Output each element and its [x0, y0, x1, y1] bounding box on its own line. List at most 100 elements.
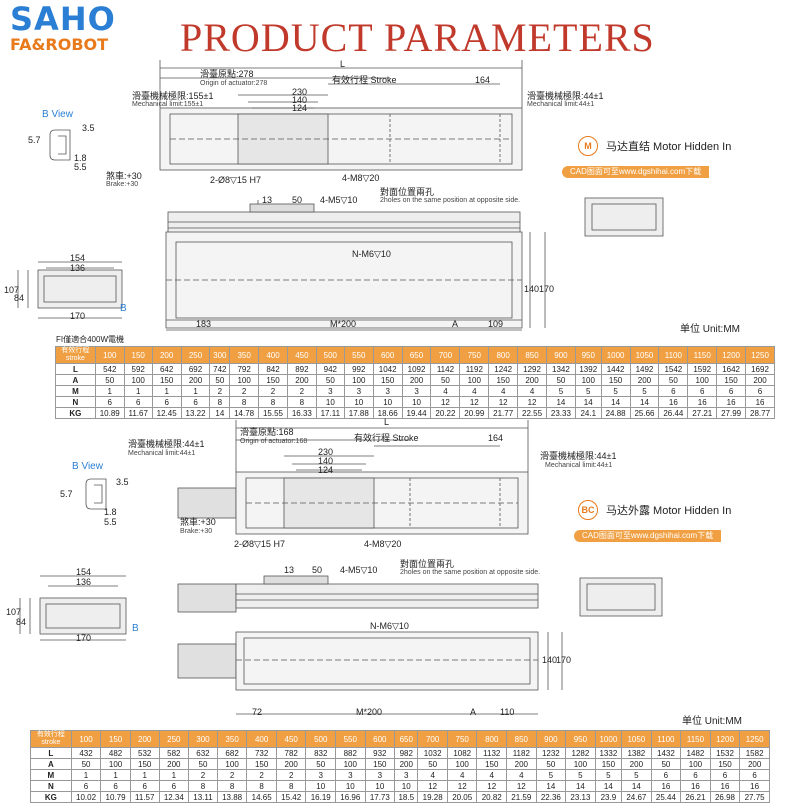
table-cell: 50	[545, 374, 576, 386]
table-cell: 14	[209, 407, 231, 419]
table-cell: 6	[180, 396, 211, 408]
dim-1.8: 1.8	[74, 153, 87, 163]
dim-136-2: 136	[76, 577, 92, 587]
table-cell: 19.28	[417, 791, 448, 803]
stroke-col-header: 300	[209, 346, 231, 364]
stroke-col-header: 1100	[658, 346, 689, 364]
stroke-col-header: 300	[188, 730, 218, 748]
table-cell: 5	[594, 769, 623, 781]
stroke-col-header: 400	[246, 730, 277, 748]
dim-3.5-2: 3.5	[116, 477, 129, 487]
row-label: A	[30, 758, 72, 770]
table-cell: 8	[216, 780, 248, 792]
origin-cn-2: 滑臺原點:168	[240, 427, 294, 437]
dim-109: 109	[488, 319, 504, 329]
s1-cad-link[interactable]: CAD图面可至www.dgshihai.com下载	[562, 166, 710, 178]
stroke-col-header: 1000	[594, 730, 623, 748]
table-cell: 27.75	[739, 791, 770, 803]
dim-13: 13	[262, 195, 273, 205]
table-cell: 1282	[565, 747, 596, 759]
stroke-col-header: 1150	[687, 346, 718, 364]
table-cell: 4	[459, 385, 490, 397]
table-cell: 682	[216, 747, 248, 759]
table-cell: 50	[188, 758, 218, 770]
table-cell: 842	[258, 363, 288, 375]
s2-b-view	[85, 478, 107, 510]
table-cell: 882	[335, 747, 366, 759]
s2-unit: 单位 Unit:MM	[682, 716, 742, 727]
table-cell: 12	[446, 780, 478, 792]
stroke-col-header: 250	[158, 730, 190, 748]
table-cell: 16	[687, 396, 718, 408]
dim-107-2: 107	[6, 607, 22, 617]
stroke-header-cn: 有效行程	[61, 347, 90, 354]
s2-side-view	[177, 575, 539, 613]
stroke-col-header: 450	[275, 730, 307, 748]
table-cell: 6	[158, 780, 190, 792]
stroke-col-header: 1050	[621, 730, 652, 748]
table-cell: 200	[275, 758, 307, 770]
dim-72: 72	[252, 707, 263, 717]
table-cell: 6	[70, 780, 102, 792]
stroke-col-header: 250	[180, 346, 211, 364]
table-cell: 22.55	[517, 407, 547, 419]
stroke-col-header: 350	[216, 730, 248, 748]
stroke-col-header: 1000	[600, 346, 631, 364]
dim-110: 110	[500, 707, 515, 717]
table-cell: 12	[430, 396, 461, 408]
table-cell: 1	[151, 385, 182, 397]
stroke-col-header: 850	[517, 346, 547, 364]
table-cell: 50	[650, 758, 682, 770]
table-cell: 15.42	[275, 791, 307, 803]
table-cell: 25.66	[629, 407, 660, 419]
origin-en-2: Origin of actuator:168	[240, 438, 308, 445]
table-cell: 3	[305, 769, 337, 781]
stroke-col-header: 1100	[650, 730, 682, 748]
table-cell: 100	[335, 758, 366, 770]
table-cell: 6	[123, 396, 153, 408]
table-cell: 8	[188, 780, 218, 792]
table-cell: 5	[535, 769, 567, 781]
table-cell: 6	[709, 769, 741, 781]
mech-cn: 滑臺機械極限:155±1	[132, 91, 214, 101]
dim-A-2: A	[470, 707, 477, 717]
table-cell: 1182	[506, 747, 537, 759]
table-cell: 10	[343, 396, 374, 408]
table-cell: 200	[506, 758, 537, 770]
table-cell: 17.11	[315, 407, 345, 419]
table-cell: 17.88	[343, 407, 374, 419]
s2-cad-link[interactable]: CAD图面可至www.dgshihai.com下载	[574, 530, 722, 542]
table-cell: 1	[180, 385, 211, 397]
table-cell: 24.88	[600, 407, 631, 419]
stroke-label: 有效行程 Stroke	[332, 75, 397, 85]
table-cell: 10	[401, 396, 432, 408]
brake-en-2: Brake:+30	[180, 528, 213, 535]
b-view-label: B View	[42, 109, 73, 120]
table-cell: 20.82	[476, 791, 508, 803]
table-cell: 892	[286, 363, 317, 375]
holes-h7-2: 2-Ø8▽15 H7	[234, 539, 285, 549]
table-cell: 1692	[745, 363, 775, 375]
table-cell: 100	[446, 758, 478, 770]
table-cell: 6	[151, 396, 182, 408]
table-cell: 1482	[680, 747, 711, 759]
table-cell: 6	[716, 385, 747, 397]
nm6-holes: N-M6▽10	[352, 249, 391, 259]
stroke-col-header: 1250	[739, 730, 770, 748]
stroke-col-header: 550	[343, 346, 374, 364]
table-cell: 1	[129, 769, 160, 781]
table-cell: 742	[209, 363, 231, 375]
stroke-col-header: 150	[100, 730, 131, 748]
stroke-col-header: 750	[446, 730, 478, 748]
table-cell: 2	[275, 769, 307, 781]
mech-cn-2: 滑臺機械極限:44±1	[128, 439, 205, 449]
table-cell: 1642	[716, 363, 747, 375]
s1-end-view-left	[17, 261, 123, 319]
holes-m8: 4-M8▽20	[342, 173, 380, 183]
table-cell: 3	[372, 385, 403, 397]
s2-badge-code: BC	[578, 500, 598, 520]
brake-cn: 煞車:+30	[106, 171, 142, 181]
